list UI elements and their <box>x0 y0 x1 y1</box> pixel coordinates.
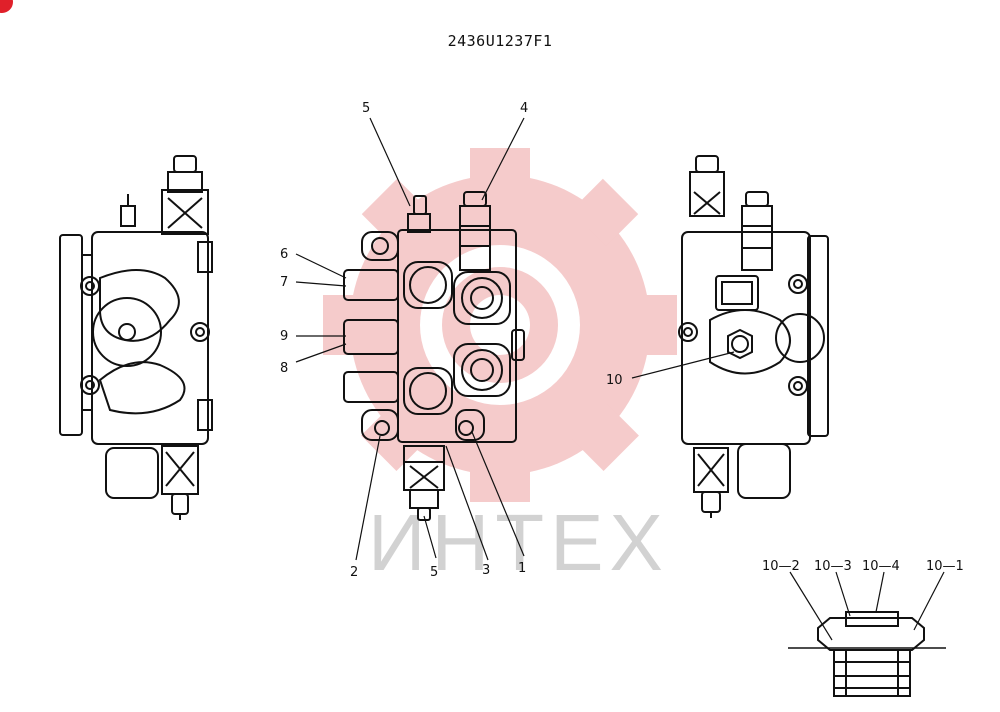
valve-right-view <box>678 155 829 518</box>
valve-left-view <box>59 155 213 520</box>
callout-8: 8 <box>280 361 288 376</box>
callout-10-1: 10—1 <box>926 559 964 574</box>
callout-10-2: 10—2 <box>762 559 800 574</box>
callout-5-top: 5 <box>362 101 370 116</box>
corner-badge <box>0 0 13 13</box>
leader-lines <box>295 117 945 641</box>
callout-10: 10 <box>606 373 623 388</box>
callout-5-bottom: 5 <box>430 565 438 580</box>
callout-1: 1 <box>518 561 526 576</box>
callout-7: 7 <box>280 275 288 290</box>
callout-4: 4 <box>520 101 528 116</box>
valve-front-view <box>343 191 525 521</box>
callout-10-4: 10—4 <box>862 559 900 574</box>
callout-6: 6 <box>280 247 288 262</box>
watermark-gear-icon <box>323 148 677 502</box>
drawing-code: 2436U1237F1 <box>447 32 553 50</box>
callout-10-3: 10—3 <box>814 559 852 574</box>
plug-detail <box>788 611 946 697</box>
callout-3: 3 <box>482 563 490 578</box>
callout-9: 9 <box>280 329 288 344</box>
callout-2: 2 <box>350 565 358 580</box>
